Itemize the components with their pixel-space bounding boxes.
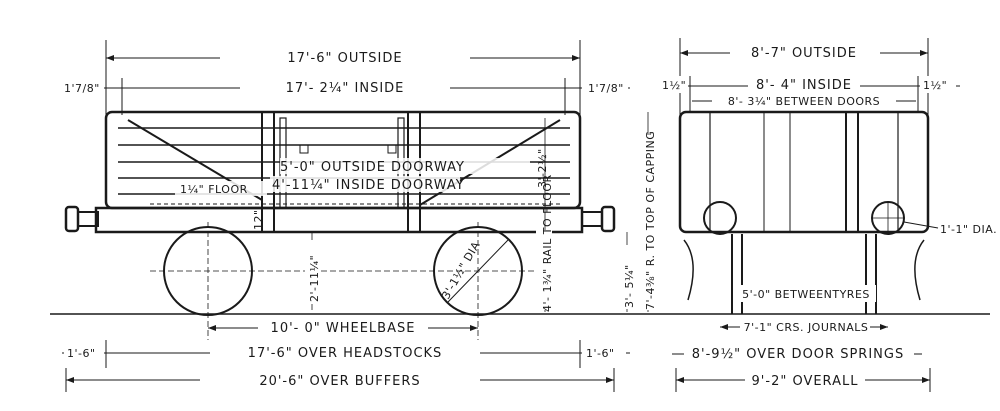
end-view-right-label: 1½" <box>923 79 947 92</box>
to-top-of-capping-label: 7'-4⅜" R. TO TOP OF CAPPING <box>644 131 657 310</box>
crs-journals-label: 7'-1" CRS. JOURNALS <box>744 321 869 334</box>
overall-label: 9'-2" OVERALL <box>752 374 859 389</box>
dim-over-buffers: 20'-6" OVER BUFFERS <box>65 368 615 392</box>
dim-overall: 9'-2" OVERALL <box>675 368 931 392</box>
dim-between-doors: 8'- 3¼" BETWEEN DOORS <box>692 92 916 109</box>
end-left-label: 1'7/8" <box>64 82 100 95</box>
floor-label: 1¼" FLOOR <box>180 183 248 196</box>
side-height-label: 3'-2½" <box>536 148 549 188</box>
over-door-springs-label: 8'-9½" OVER DOOR SPRINGS <box>692 347 904 362</box>
dim-crs-journals: 7'-1" CRS. JOURNALS <box>720 318 888 335</box>
rail-height-label: 3'- 5¼" <box>623 264 636 308</box>
rail-to-floor-label: 4'- 1¾" RAIL TO FLOOR <box>541 174 554 312</box>
dim-wheelbase: 10'- 0" WHEELBASE <box>208 318 478 336</box>
end-view-left-label: 1½" <box>662 79 686 92</box>
dim-outside-length: 17'-6" OUTSIDE <box>105 40 581 115</box>
over-headstocks-label: 17'-6" OVER HEADSTOCKS <box>248 346 443 361</box>
outside-width-label: 8'-7" OUTSIDE <box>751 46 857 61</box>
overhang-left-label: 1'-6" <box>67 347 96 360</box>
end-view: 8'-7" OUTSIDE 8'- 4" INSIDE 1½" 1½" 8'- … <box>660 38 997 392</box>
dim-over-door-springs: 8'-9½" OVER DOOR SPRINGS <box>672 345 922 362</box>
dim-inside-length: 17'- 2¼" INSIDE 1'7/8" 1'7/8" <box>60 78 630 115</box>
outside-length-label: 17'-6" OUTSIDE <box>287 51 402 66</box>
inside-width-label: 8'- 4" INSIDE <box>756 78 852 93</box>
end-right-label: 1'7/8" <box>588 82 624 95</box>
height-to-floor-label: 2'-11¼" <box>308 255 321 302</box>
doorway-outside-label: 5'-0" OUTSIDE DOORWAY <box>280 160 465 175</box>
dim-between-tyres: 5'-0" BETWEENTYRES <box>736 285 876 302</box>
wheel-dia-label: 3'-1½" DIA <box>439 239 482 301</box>
side-view: 17'-6" OUTSIDE 17'- 2¼" INSIDE 1'7/8" 1'… <box>50 40 990 392</box>
wheelbase-label: 10'- 0" WHEELBASE <box>271 321 416 336</box>
doorway-inside-label: 4'-11¼" INSIDE DOORWAY <box>272 178 465 193</box>
underframe <box>64 205 616 234</box>
dim-over-headstocks: 17'-6" OVER HEADSTOCKS 1'-6" 1'-6" <box>62 340 630 368</box>
journal-dia-label: 1'-1" DIA. <box>940 223 997 236</box>
between-tyres-label: 5'-0" BETWEENTYRES <box>742 288 870 301</box>
dim-inside-width: 8'- 4" INSIDE 1½" 1½" <box>660 76 960 112</box>
dim-outside-width: 8'-7" OUTSIDE <box>679 38 929 115</box>
between-doors-label: 8'- 3¼" BETWEEN DOORS <box>728 95 880 108</box>
overhang-right-label: 1'-6" <box>586 347 615 360</box>
inside-length-label: 17'- 2¼" INSIDE <box>286 81 405 96</box>
over-buffers-label: 20'-6" OVER BUFFERS <box>259 374 420 389</box>
twelve-label: 12" <box>252 209 265 230</box>
